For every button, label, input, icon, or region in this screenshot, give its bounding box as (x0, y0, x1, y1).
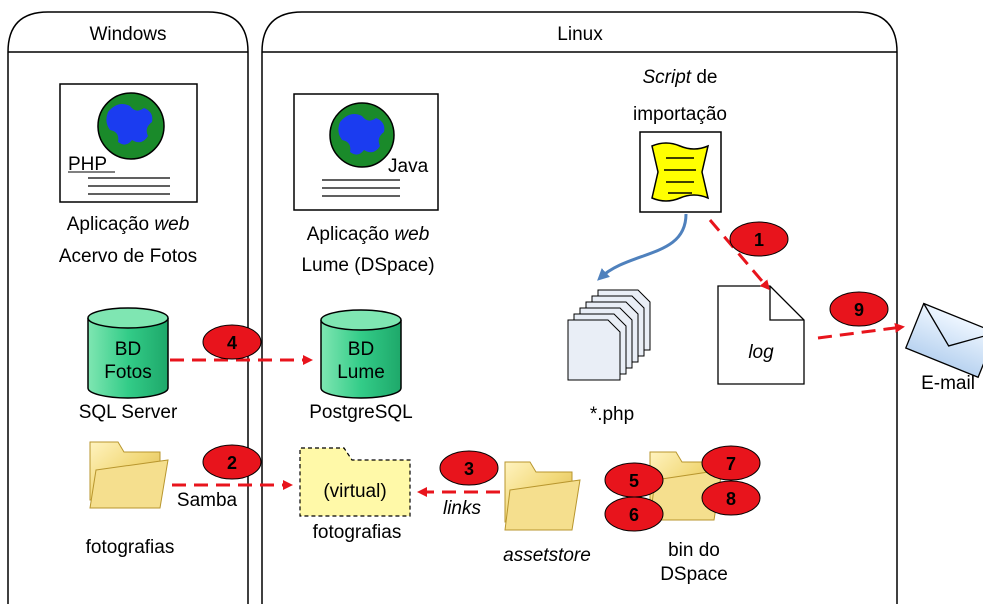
envelope-icon (904, 302, 983, 379)
step-badge-2: 2 (202, 444, 262, 480)
script-caption-1: Script de (643, 67, 718, 88)
db-fotos-line1: BD (115, 339, 141, 360)
globe-icon (97, 92, 165, 160)
step-badge-5: 5 (604, 462, 664, 498)
svg-text:4: 4 (227, 333, 237, 353)
db-fotos: BD Fotos SQL Server (79, 307, 178, 423)
folder-fotografias-caption: fotografias (86, 537, 175, 558)
samba-label: Samba (177, 490, 238, 511)
log-file: log (717, 285, 805, 385)
folder-bin-caption-1: bin do (668, 540, 720, 561)
php-tag: PHP (68, 154, 107, 175)
web-app-lume: Java Aplicação web Lume (DSpace) (293, 93, 439, 276)
svg-text:8: 8 (726, 489, 736, 509)
db-fotos-caption: SQL Server (79, 402, 178, 423)
file-icon (567, 319, 621, 381)
step-badge-8: 8 (701, 480, 761, 516)
script-to-log-arrow (708, 219, 770, 291)
folder-icon (299, 447, 411, 517)
db-lume-line1: BD (348, 339, 374, 360)
import-script: Script de importação (633, 67, 727, 213)
svg-text:6: 6 (629, 505, 639, 525)
folder-virtual-caption: fotografias (313, 522, 402, 543)
email-caption: E-mail (921, 373, 975, 394)
php-files-caption: *.php (590, 404, 634, 425)
folder-fotografias: fotografias (86, 441, 175, 558)
db-lume-line2: Lume (337, 362, 385, 383)
folder-bin-dspace: bin do DSpace (649, 451, 728, 585)
svg-text:1: 1 (754, 230, 764, 250)
svg-text:2: 2 (227, 453, 237, 473)
svg-text:5: 5 (629, 471, 639, 491)
globe-icon (329, 102, 395, 168)
windows-panel-title: Windows (89, 24, 166, 45)
links-label: links (443, 498, 482, 519)
folder-virtual-label: (virtual) (323, 481, 386, 502)
web-app-lume-caption-2: Lume (DSpace) (301, 255, 434, 276)
step-badge-3: 3 (439, 450, 499, 486)
log-label: log (748, 342, 774, 363)
email-envelope: E-mail (904, 302, 983, 394)
step-badge-9: 9 (829, 291, 889, 327)
log-to-email-arrow (817, 322, 905, 340)
step-badge-1: 1 (729, 221, 789, 257)
step-badge-4: 4 (202, 324, 262, 360)
svg-text:7: 7 (726, 454, 736, 474)
folder-bin-caption-2: DSpace (660, 564, 728, 585)
script-caption-2: importação (633, 104, 727, 125)
folder-assetstore: assetstore (503, 461, 591, 566)
step-badge-7: 7 (701, 445, 761, 481)
web-app-fotos-caption-1: Aplicação web (67, 214, 190, 235)
db-lume-caption: PostgreSQL (309, 402, 413, 423)
database-icon (320, 320, 402, 399)
db-lume: BD Lume PostgreSQL (309, 309, 413, 423)
java-tag: Java (388, 156, 429, 177)
db-fotos-line2: Fotos (104, 362, 152, 383)
svg-text:9: 9 (854, 300, 864, 320)
step-badge-6: 6 (604, 496, 664, 532)
script-to-php-arrow (597, 213, 688, 281)
linux-panel-title: Linux (557, 24, 603, 45)
folder-assetstore-caption: assetstore (503, 545, 591, 566)
web-app-fotos: PHP Aplicação web Acervo de Fotos (59, 83, 198, 267)
web-app-fotos-caption-2: Acervo de Fotos (59, 246, 197, 267)
web-app-lume-caption-1: Aplicação web (307, 224, 430, 245)
folder-virtual: (virtual) fotografias (299, 447, 411, 543)
php-files-stack: *.php (567, 289, 651, 425)
svg-text:3: 3 (464, 459, 474, 479)
database-icon (87, 318, 169, 399)
